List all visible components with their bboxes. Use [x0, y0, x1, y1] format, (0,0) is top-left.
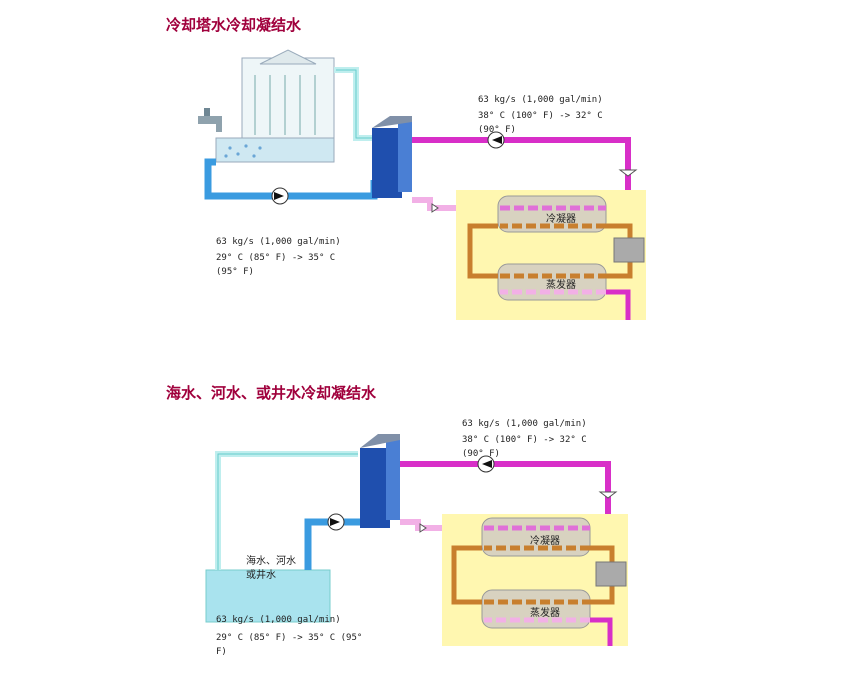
hot-temps-line2: (90° F) — [478, 125, 516, 135]
evaporator-label: 蒸发器 — [546, 278, 576, 291]
cold-temps-line1: 29° C (85° F) -> 35° C (95° — [216, 633, 362, 643]
cooling-tower — [215, 49, 335, 163]
hot-flow-label: 63 kg/s (1,000 gal/min) — [462, 419, 587, 429]
pump-icon — [477, 455, 495, 473]
evaporator-label: 蒸发器 — [530, 606, 560, 619]
condenser-label: 冷凝器 — [546, 212, 576, 225]
condenser — [497, 195, 607, 233]
hot-temps-line1: 38° C (100° F) -> 32° C — [478, 111, 603, 121]
sea-water-diagram: 63 kg/s (1,000 gal/min) 38° C (100° F) -… — [205, 419, 628, 657]
cold-flow-label: 63 kg/s (1,000 gal/min) — [216, 237, 341, 247]
cold-flow-label: 63 kg/s (1,000 gal/min) — [216, 615, 341, 625]
hot-temps-line2: (90° F) — [462, 449, 500, 459]
section1-title: 冷却塔水冷却凝结水 — [166, 16, 302, 34]
compressor — [613, 237, 645, 263]
valve-icon — [431, 203, 439, 213]
cooling-tower-diagram: 63 kg/s (1,000 gal/min) 38° C (100° F) -… — [198, 49, 646, 320]
hot-temps-line1: 38° C (100° F) -> 32° C — [462, 435, 587, 445]
water-source-label-line1: 海水、河水 — [246, 554, 296, 567]
compressor — [595, 561, 627, 587]
water-pool — [205, 569, 331, 623]
evaporator — [497, 263, 607, 301]
cold-temps-line1: 29° C (85° F) -> 35° C — [216, 253, 335, 263]
cold-temps-line2: F) — [216, 647, 227, 657]
condenser-label: 冷凝器 — [530, 534, 560, 547]
valve-icon — [598, 491, 618, 499]
hot-flow-label: 63 kg/s (1,000 gal/min) — [478, 95, 603, 105]
valve-icon — [618, 169, 638, 177]
water-source-label-line2: 或井水 — [246, 568, 276, 581]
section2-title: 海水、河水、或井水冷却凝结水 — [166, 384, 377, 402]
pump-icon — [487, 131, 505, 149]
pump-icon — [271, 187, 289, 205]
pump-icon — [327, 513, 345, 531]
valve-icon — [419, 523, 427, 533]
plate-heat-exchanger — [360, 434, 400, 528]
faucet-icon — [198, 108, 222, 132]
plate-heat-exchanger — [372, 116, 412, 198]
cold-temps-line2: (95° F) — [216, 267, 254, 277]
